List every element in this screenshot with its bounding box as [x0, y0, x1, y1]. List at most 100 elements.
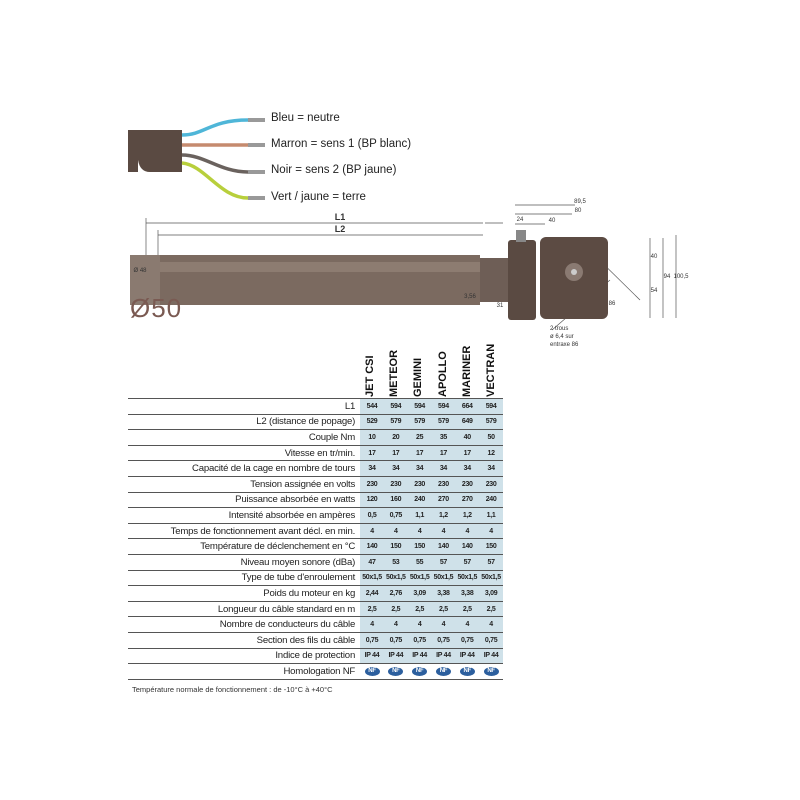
row-label: Température de déclenchement en °C: [128, 538, 361, 555]
row-label: Poids du moteur en kg: [128, 585, 361, 602]
cell-value: 3,09: [407, 585, 432, 602]
cell-value: 160: [383, 491, 408, 508]
row-label: Temps de fonctionnement avant décl. en m…: [128, 522, 361, 539]
cell-value: 17: [455, 444, 480, 461]
cell-value: NF: [383, 663, 408, 680]
row-label: Vitesse en tr/min.: [128, 444, 361, 461]
cell-value: 34: [431, 460, 456, 477]
cell-value: 4: [431, 522, 456, 539]
cell-value: 12: [479, 444, 503, 461]
cell-value: 25: [407, 429, 432, 446]
cell-value: NF: [455, 663, 480, 680]
cell-value: 579: [431, 413, 456, 430]
cell-value: 1,2: [455, 507, 480, 524]
dim-356: 3,56: [464, 294, 476, 300]
cell-value: 0,75: [360, 631, 384, 648]
row-label: Puissance absorbée en watts: [128, 491, 361, 508]
cell-value: 1,1: [479, 507, 503, 524]
cell-value: 57: [431, 553, 456, 571]
cell-value: 0,75: [431, 631, 456, 648]
cell-value: 0,75: [455, 631, 480, 648]
row-label: L1: [128, 398, 361, 415]
cell-value: 230: [455, 475, 480, 493]
cell-value: 50x1,5: [455, 569, 480, 586]
cell-value: 4: [360, 522, 384, 539]
cell-value: 50: [479, 429, 503, 446]
cell-value: 4: [455, 616, 480, 633]
dim-l2: L2: [335, 224, 346, 234]
cell-value: 34: [455, 460, 480, 477]
cell-value: NF: [360, 663, 384, 680]
table-row: Temps de fonctionnement avant décl. en m…: [128, 522, 503, 539]
motor-head: [508, 240, 536, 320]
cell-value: 594: [479, 398, 503, 415]
cell-value: 3,38: [431, 585, 456, 602]
cell-value: 579: [407, 413, 432, 430]
cell-value: IP 44: [407, 647, 432, 664]
model-header: JET CSI: [357, 345, 381, 397]
cell-value: 1,1: [407, 507, 432, 524]
model-header: GEMINI: [405, 345, 429, 397]
cell-value: 664: [455, 398, 480, 415]
cable-sheath: [128, 130, 182, 172]
cell-value: 2,5: [479, 600, 503, 617]
wire-label-green-yellow: Vert / jaune = terre: [271, 191, 366, 203]
cell-value: 4: [383, 522, 408, 539]
cell-value: 17: [407, 444, 432, 461]
cell-value: NF: [407, 663, 432, 680]
cell-value: 4: [383, 616, 408, 633]
model-name: JET CSI: [364, 355, 376, 397]
wire-label-black: Noir = sens 2 (BP jaune): [271, 164, 397, 176]
cell-value: 2,5: [407, 600, 432, 617]
cell-value: 140: [360, 538, 384, 555]
holes-note-3: entraxe 86: [550, 342, 579, 348]
cell-value: 150: [383, 538, 408, 555]
cell-value: 17: [431, 444, 456, 461]
nf-logo-icon: NF: [435, 666, 451, 676]
cell-value: NF: [431, 663, 456, 680]
model-name: APOLLO: [436, 351, 449, 397]
cell-value: 50x1,5: [383, 569, 408, 586]
cell-value: 529: [360, 413, 384, 430]
model-header: VECTRAN: [478, 344, 502, 397]
cell-value: 544: [360, 398, 384, 415]
operating-temperature-note: Température normale de fonctionnement : …: [132, 685, 333, 694]
model-header: MARINER: [454, 345, 478, 397]
row-label: Indice de protection: [128, 647, 361, 664]
dim-48: Ø 48: [133, 268, 147, 274]
cell-value: 0,75: [383, 507, 408, 524]
cell-value: 594: [383, 398, 408, 415]
cell-value: 34: [407, 460, 432, 477]
model-name: GEMINI: [412, 357, 425, 397]
cell-value: 17: [383, 444, 408, 461]
cell-value: IP 44: [455, 647, 480, 664]
cell-value: 2,76: [383, 585, 408, 602]
cell-value: 4: [479, 616, 503, 633]
cell-value: 50x1,5: [431, 569, 456, 586]
cell-value: 0,75: [383, 631, 408, 648]
diameter-label: Ø50: [130, 293, 183, 323]
row-label: Couple Nm: [128, 429, 361, 446]
cell-value: 50x1,5: [479, 569, 503, 586]
dim-94: 94: [664, 274, 671, 280]
row-label: Niveau moyen sonore (dBa): [128, 553, 361, 571]
cell-value: 4: [479, 522, 503, 539]
dim-40: 40: [549, 218, 556, 224]
cell-value: 579: [479, 413, 503, 430]
cell-value: 10: [360, 429, 384, 446]
cell-value: 2,5: [360, 600, 384, 617]
wire-label-brown: Marron = sens 1 (BP blanc): [271, 138, 412, 150]
cell-value: 34: [383, 460, 408, 477]
row-label: Tension assignée en volts: [128, 475, 361, 493]
cell-value: 50x1,5: [407, 569, 432, 586]
cell-value: 34: [360, 460, 384, 477]
